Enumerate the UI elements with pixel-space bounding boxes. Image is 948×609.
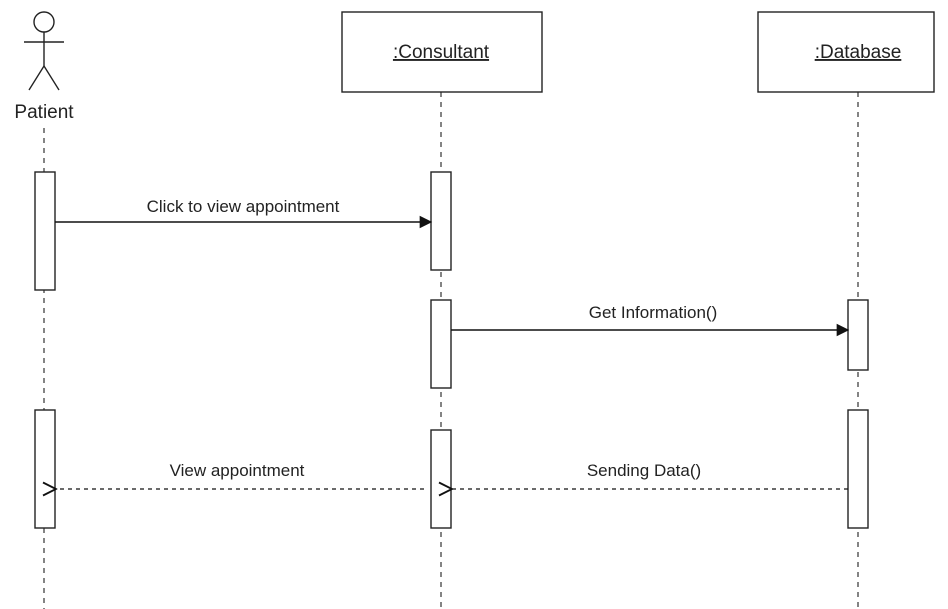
message-label: View appointment: [170, 461, 305, 480]
participant-database: :Database: [757, 11, 935, 93]
activation-patient-2: [34, 409, 56, 529]
participant-consultant-box: [341, 11, 543, 93]
message-sending-data: Sending Data(): [452, 461, 848, 489]
actor-patient: Patient: [14, 11, 74, 123]
participant-consultant: :Consultant: [341, 11, 543, 93]
activation-consultant-3: [430, 429, 452, 529]
message-label: Get Information(): [589, 303, 718, 322]
actor-patient-label: Patient: [14, 102, 74, 123]
actor-right-leg: [43, 65, 60, 91]
activation-database-2: [847, 409, 869, 529]
activation-database-1: [847, 299, 869, 371]
participant-consultant-label: :Consultant: [393, 42, 490, 63]
message-label: Click to view appointment: [147, 197, 340, 216]
message-get-information: Get Information(): [451, 303, 850, 337]
activation-consultant-2: [430, 299, 452, 389]
participant-database-box: [757, 11, 935, 93]
message-click-to-view-appointment: Click to view appointment: [55, 197, 433, 229]
activation-consultant-1: [430, 171, 452, 271]
activation-patient-1: [34, 171, 56, 291]
message-view-appointment: View appointment: [56, 461, 424, 489]
message-label: Sending Data(): [587, 461, 701, 480]
actor-head: [33, 11, 55, 33]
participant-database-label: :Database: [815, 42, 902, 63]
actor-left-leg: [28, 65, 45, 91]
